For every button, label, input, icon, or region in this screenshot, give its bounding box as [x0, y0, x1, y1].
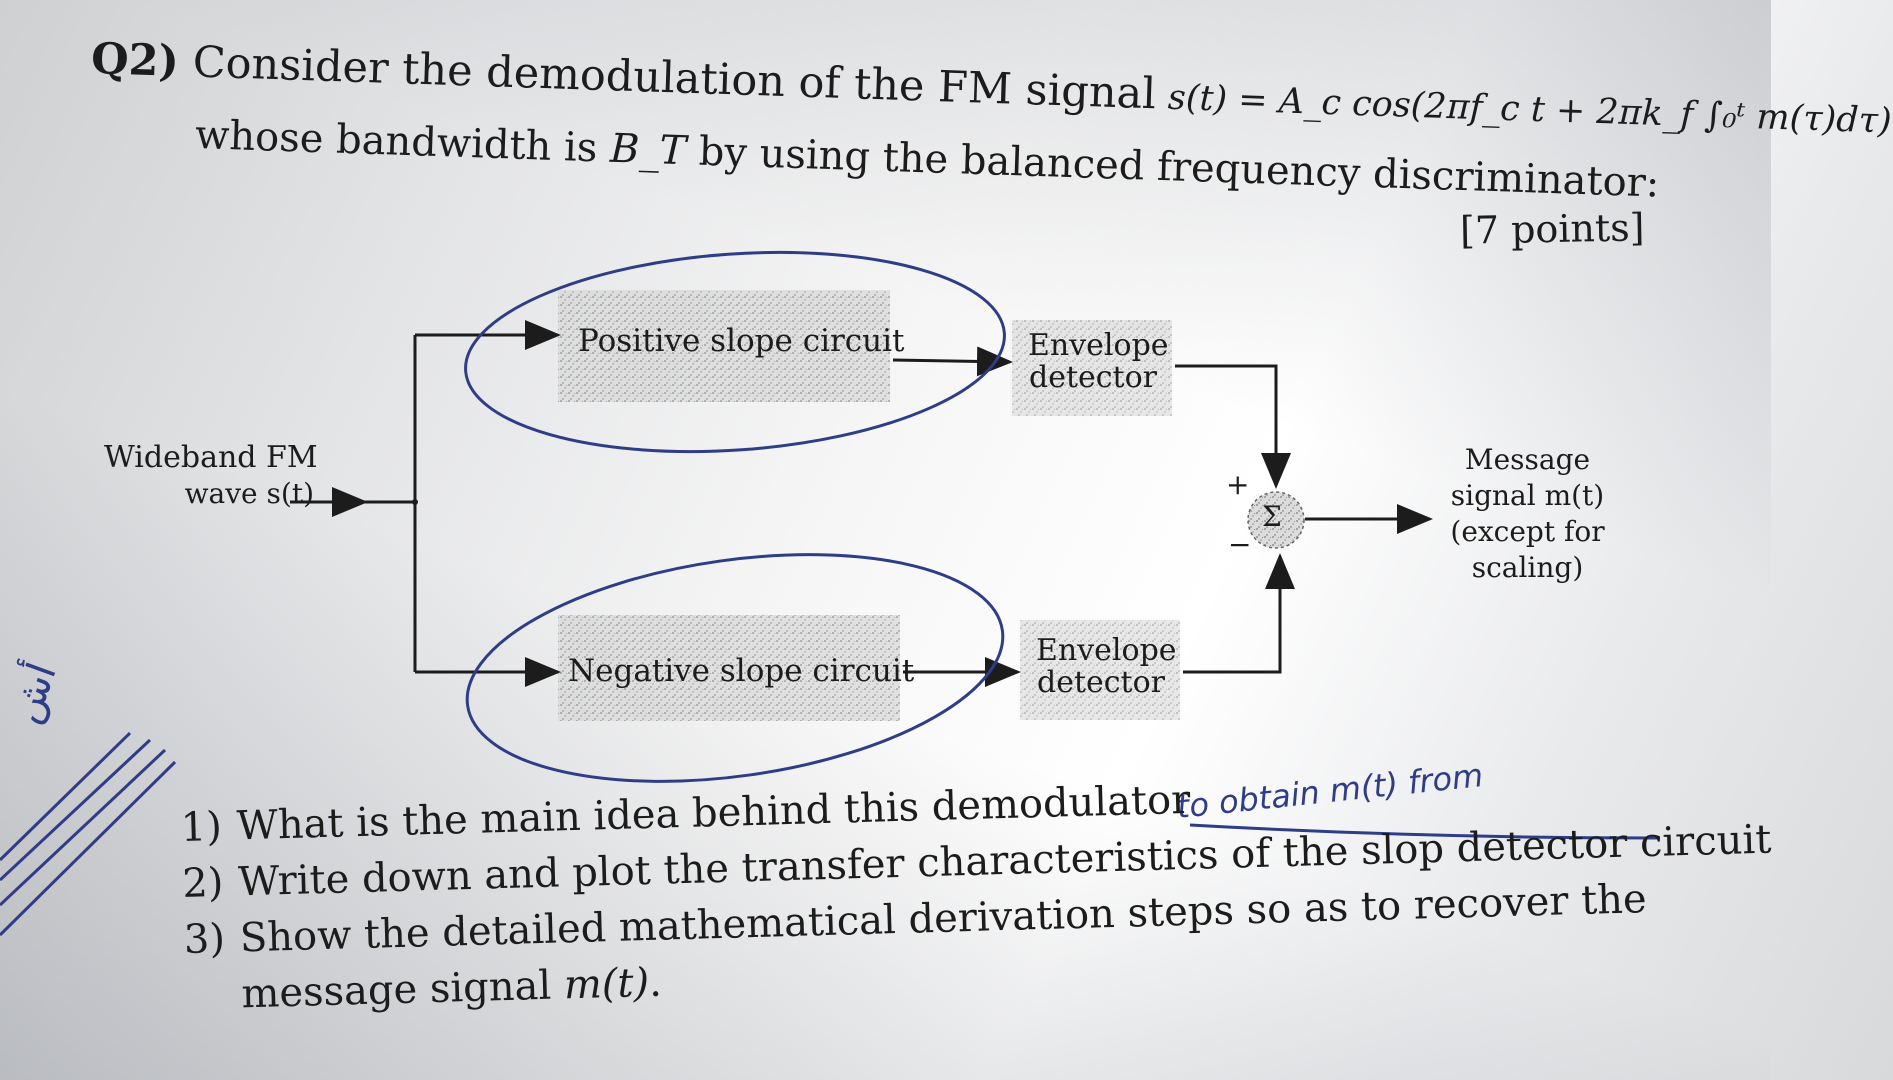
env-top-line1: Envelope — [1028, 328, 1169, 363]
output-line4: scaling) — [1471, 551, 1584, 584]
input-label-line2: wave s(t) — [184, 477, 314, 510]
top-env-to-sum — [1175, 364, 1291, 489]
task-2-number: 2) — [181, 859, 225, 907]
plus-sign: + — [1226, 468, 1250, 501]
task-3-number: 3) — [183, 915, 226, 963]
task-3-cont-var: m(t) — [563, 959, 650, 1009]
envelope-detector-bottom-label: Envelope detector — [1036, 633, 1177, 700]
env-top-line2: detector — [1028, 359, 1158, 395]
summer-circle — [1247, 491, 1305, 549]
output-line1: Message — [1464, 443, 1591, 476]
negative-slope-block — [558, 615, 900, 721]
handwritten-circle-top — [464, 250, 1006, 454]
bottom-env-to-sum — [1183, 553, 1295, 674]
output-line3: (except for — [1450, 515, 1605, 548]
task-list: 1)What is the main idea behind this demo… — [180, 756, 1775, 1024]
envelope-detector-top-block — [1012, 320, 1172, 416]
handwritten-side-mark: أش — [0, 656, 66, 729]
positive-slope-label: Positive slope circuit — [578, 323, 905, 359]
positive-slope-block — [558, 290, 890, 402]
task-1-number: 1) — [180, 803, 223, 851]
minus-sign: − — [1228, 528, 1252, 561]
task-3-cont-prefix: message signal — [240, 962, 565, 1018]
output-line2: signal m(t) — [1450, 479, 1605, 512]
envelope-detector-bottom-block — [1020, 620, 1180, 720]
task-3-cont-suffix: . — [648, 959, 663, 1006]
handwritten-circle-bottom — [465, 553, 1005, 783]
handwritten-strokes — [0, 731, 177, 937]
sum-symbol: Σ — [1262, 500, 1282, 533]
input-label-line1: Wideband FM — [104, 440, 318, 475]
output-label: Message signal m(t) (except for scaling) — [1440, 442, 1615, 586]
handwritten-underline — [1189, 823, 1661, 840]
negative-slope-label: Negative slope circuit — [568, 653, 915, 689]
envelope-detector-top-label: Envelope detector — [1028, 328, 1169, 395]
env-bottom-line2: detector — [1036, 664, 1166, 700]
env-bottom-line1: Envelope — [1036, 633, 1177, 668]
block-diagram: to obtain m(t) from أش — [0, 250, 1661, 937]
input-label: Wideband FM wave s(t) — [104, 440, 318, 510]
pos-to-env-arrow — [892, 346, 1013, 377]
